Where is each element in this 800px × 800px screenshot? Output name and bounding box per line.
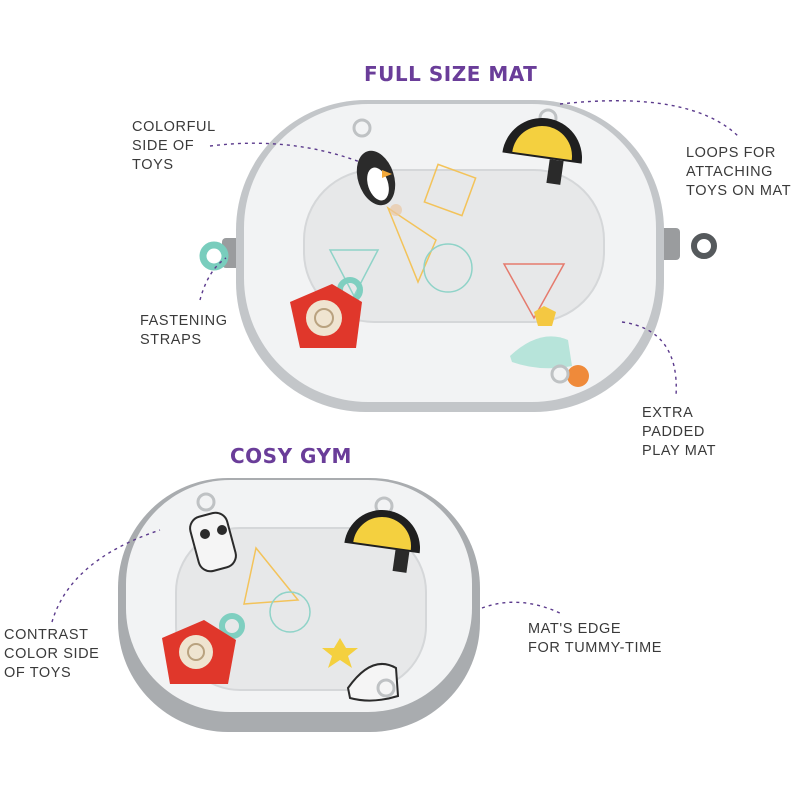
cosy-gym-title: COSY GYM <box>230 444 352 468</box>
owl-toy <box>189 492 237 573</box>
triangle-shape-mint <box>328 249 380 298</box>
leader-contrast <box>51 529 161 623</box>
full-size-mat-title: FULL SIZE MAT <box>364 62 538 86</box>
penguin-toy <box>352 118 402 216</box>
gym-star-zebra-toy <box>322 638 400 702</box>
gym-triangle-shape <box>243 546 300 605</box>
circle-shape <box>423 243 473 293</box>
teether-ring-right <box>691 233 717 259</box>
gym-half-moon-toy <box>344 496 420 573</box>
gym-red-pentagon-toy <box>162 613 245 684</box>
gym-inner-panel <box>175 527 427 691</box>
triangle-shape-red <box>502 263 566 320</box>
teether-ring-left <box>199 241 229 271</box>
leader-loops <box>559 100 739 137</box>
red-pentagon-toy <box>290 277 363 348</box>
leader-edge <box>481 601 563 615</box>
half-moon-toy <box>502 108 582 185</box>
leader-lines <box>51 100 739 623</box>
leader-padded <box>621 321 677 397</box>
leader-colorful <box>209 142 361 163</box>
triangle-shape <box>386 206 437 284</box>
gym-circle-shape <box>269 591 311 633</box>
giraffe-toy <box>510 306 589 387</box>
full-size-mat <box>199 100 717 412</box>
square-shape <box>423 163 477 217</box>
cosy-gym-mat <box>118 478 480 732</box>
